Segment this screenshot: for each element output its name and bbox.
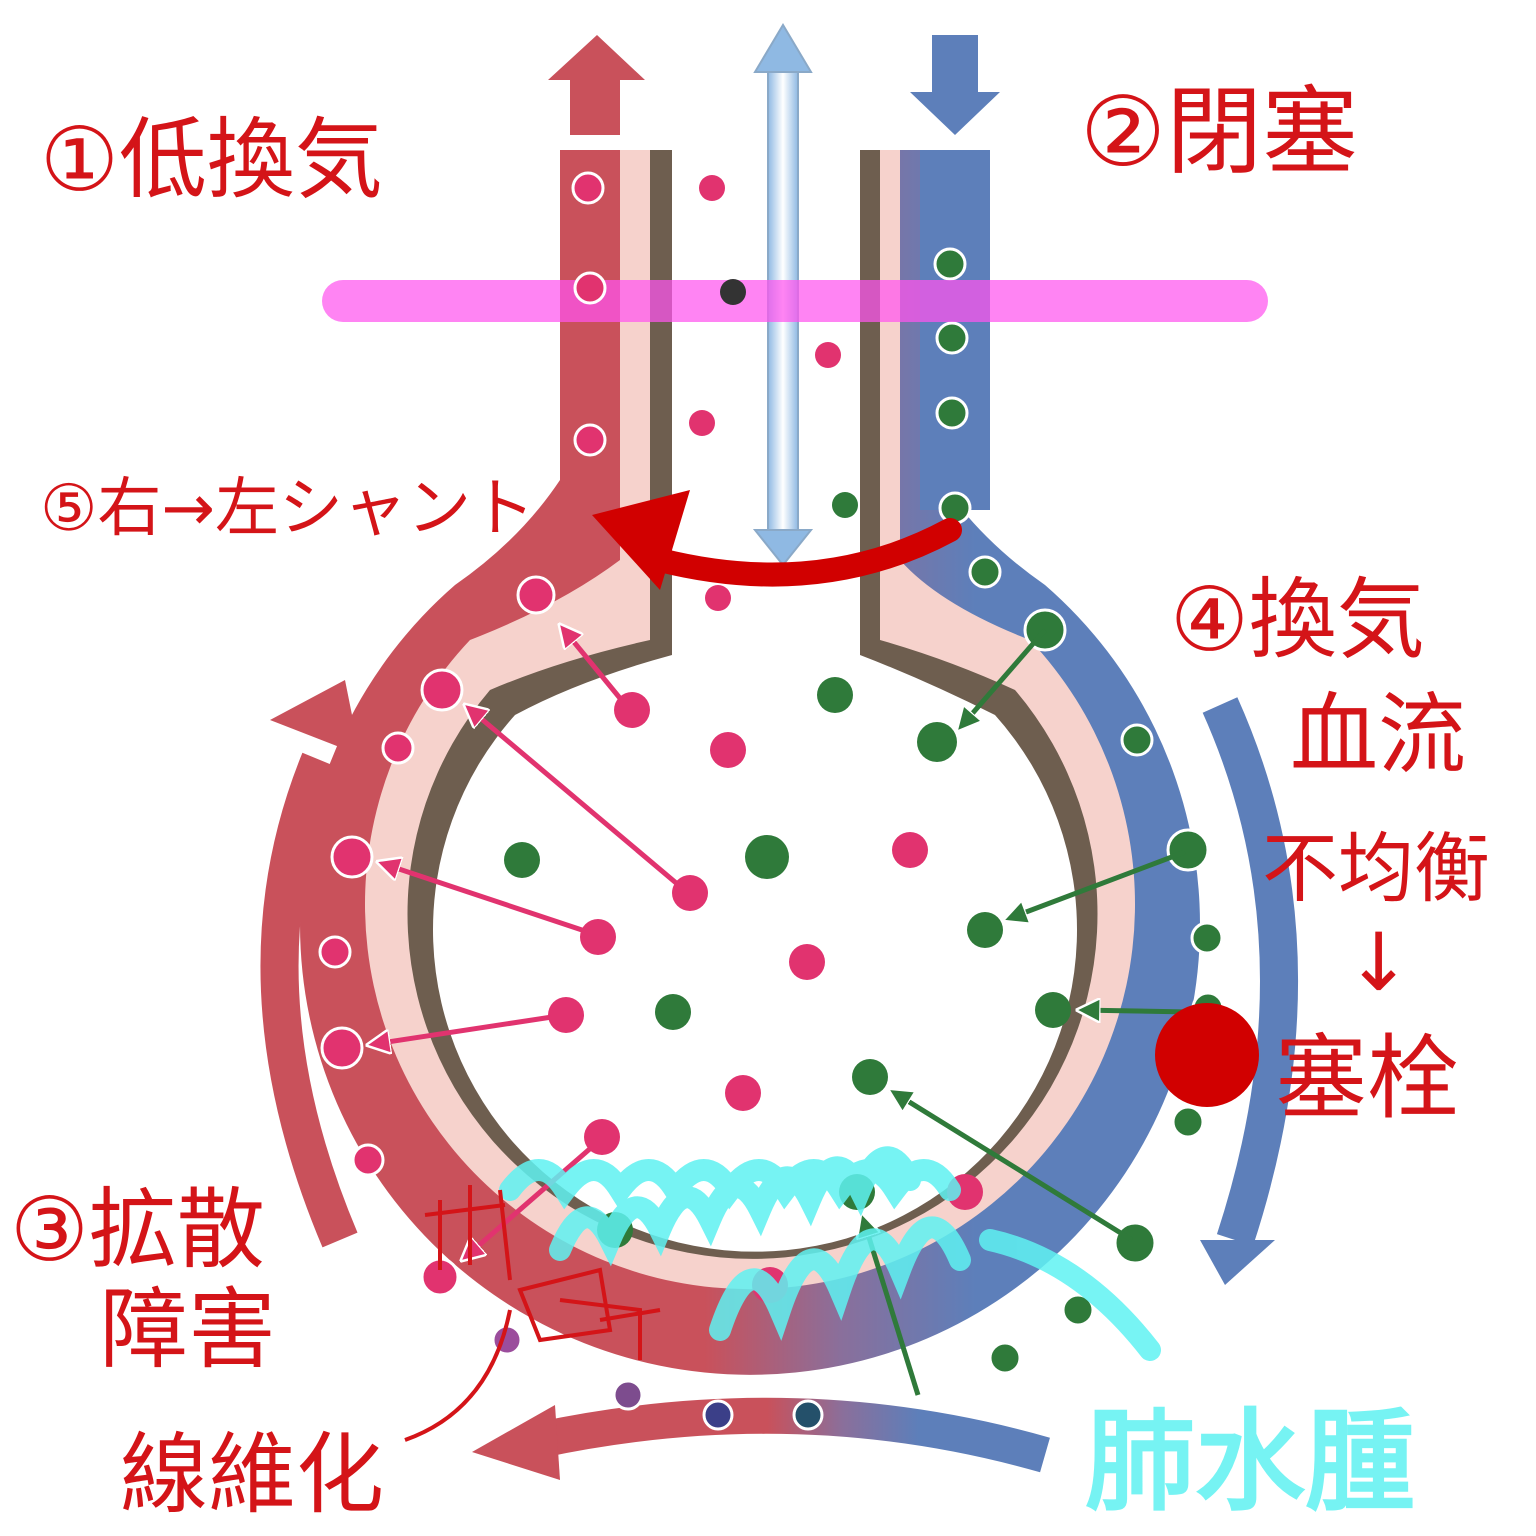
list-item <box>1078 1010 1191 1012</box>
list-item <box>504 842 540 878</box>
label-vq-line1: ④換気 <box>1170 568 1425 671</box>
list-item <box>560 625 630 710</box>
list-item <box>967 912 1003 948</box>
list-item <box>1005 849 1186 920</box>
list-item <box>988 1341 1022 1375</box>
list-item <box>573 423 607 457</box>
label-obstruction: ②閉塞 <box>1080 76 1358 188</box>
list-item <box>584 1119 620 1155</box>
airspace <box>433 150 1078 1252</box>
label-diffusion-line2: 障害 <box>100 1278 276 1381</box>
shunt-arrow <box>648 518 962 587</box>
list-item <box>968 555 1002 589</box>
list-item <box>699 175 725 201</box>
label-vq-line2: 血流 <box>1290 683 1466 786</box>
list-item <box>745 835 789 879</box>
list-item <box>933 247 967 281</box>
list-item <box>330 835 374 879</box>
list-item <box>462 1138 602 1260</box>
list-item <box>516 575 556 615</box>
list-item <box>465 705 690 895</box>
label-shunt: ⑤右→左シャント <box>40 472 535 546</box>
list-item <box>958 628 1047 730</box>
red-vessel-cells <box>318 171 824 1431</box>
highlight-band <box>322 280 1268 322</box>
list-item <box>702 1399 734 1431</box>
list-item <box>612 1379 644 1411</box>
list-item <box>420 668 464 712</box>
list-item <box>655 994 691 1030</box>
label-hypoventilation: ①低換気 <box>40 108 383 211</box>
o2-diffusion-arrows <box>368 625 690 1260</box>
list-item <box>614 692 650 728</box>
list-item <box>832 492 858 518</box>
red-dot-icon <box>1155 1003 1259 1107</box>
fibrosis-pointer <box>404 1309 512 1442</box>
edema-scribble <box>499 1146 1161 1361</box>
list-item <box>817 677 853 713</box>
vein-flow-arrow <box>1202 697 1299 1246</box>
list-item <box>1190 921 1224 955</box>
list-item <box>815 342 841 368</box>
up-arrow-icon <box>270 680 360 755</box>
label-vq-line3: 不均衡 <box>1262 824 1490 913</box>
list-item <box>378 862 598 938</box>
list-item <box>571 171 605 205</box>
list-item <box>935 321 969 355</box>
highlight-cell-red <box>573 271 607 305</box>
list-item <box>938 491 972 525</box>
list-item <box>710 732 746 768</box>
list-item <box>548 997 584 1033</box>
list-item <box>580 919 616 955</box>
list-item <box>320 1026 364 1070</box>
list-item <box>1113 1221 1157 1265</box>
artery-flow-arrow <box>260 752 358 1248</box>
left-arrow-icon <box>592 490 690 590</box>
list-item <box>351 1143 385 1177</box>
co2-molecule-dark <box>720 279 746 305</box>
list-item <box>318 935 352 969</box>
label-diffusion-line1: ③拡散 <box>10 1178 265 1281</box>
list-item <box>1061 1293 1095 1327</box>
label-embolism: 塞栓 <box>1275 1025 1459 1132</box>
list-item <box>1035 992 1071 1028</box>
list-item <box>789 944 825 980</box>
bottom-flow-arrow <box>536 1397 1050 1473</box>
list-item <box>705 585 731 611</box>
down-arrow-icon <box>1200 1240 1275 1285</box>
list-item <box>725 1075 761 1111</box>
list-item <box>890 1090 1134 1243</box>
down-arrow-icon <box>910 35 1000 135</box>
label-pulmonary-edema: 肺水腫 <box>1085 1398 1415 1526</box>
list-item <box>935 396 969 430</box>
list-item <box>368 1012 566 1045</box>
list-item <box>917 722 957 762</box>
label-vq-arrow: ↓ <box>1345 916 1412 1009</box>
list-item <box>381 731 415 765</box>
list-item <box>1120 723 1154 757</box>
list-item <box>1171 1105 1205 1139</box>
up-arrow-icon <box>548 35 645 135</box>
list-item <box>672 875 708 911</box>
label-fibrosis: 線維化 <box>120 1423 384 1526</box>
capillary-red-tube <box>560 150 630 510</box>
list-item <box>1166 828 1210 872</box>
fibrosis-scribble <box>424 1185 661 1360</box>
left-arrow-icon <box>472 1405 560 1480</box>
list-item <box>689 410 715 436</box>
list-item <box>792 1399 824 1431</box>
list-item <box>852 1059 888 1095</box>
list-item <box>892 832 928 868</box>
